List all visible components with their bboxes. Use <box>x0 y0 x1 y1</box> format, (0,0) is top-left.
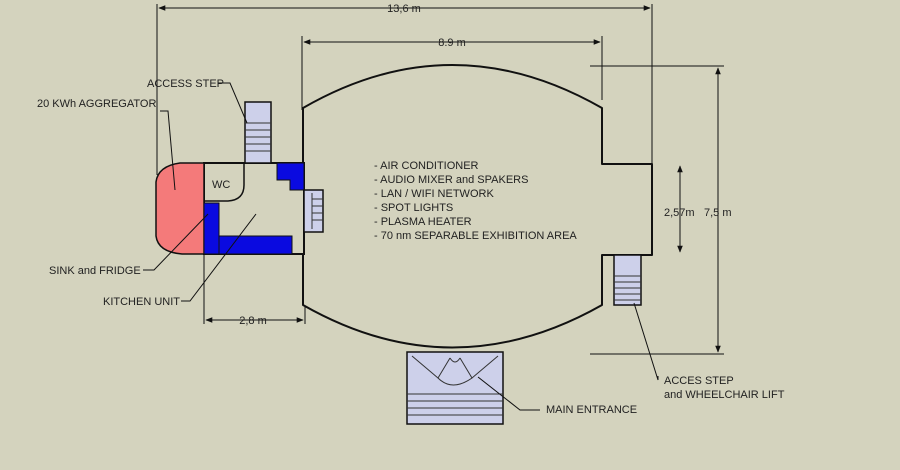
leader-side-step <box>633 302 659 381</box>
leader-access-step <box>218 82 248 124</box>
feature-list: - AIR CONDITIONER - AUDIO MIXER and SPAK… <box>374 160 577 242</box>
side-step-label-line1: ACCES STEP <box>664 375 734 387</box>
sink-fridge-label: SINK and FRIDGE <box>49 265 141 277</box>
leader-sink-fridge <box>143 213 209 271</box>
feature-item: - LAN / WIFI NETWORK <box>374 188 494 200</box>
hall-length-label: 8.9 m <box>438 37 466 49</box>
side-access-step <box>613 254 642 306</box>
aggregator-label: 20 KWh AGGREGATOR <box>37 98 156 110</box>
feature-item: - PLASMA HEATER <box>374 216 472 228</box>
feature-item: - SPOT LIGHTS <box>374 202 453 214</box>
dimension-annex-length <box>203 255 306 324</box>
leader-aggregator <box>160 110 176 191</box>
leader-main-entrance <box>477 376 540 411</box>
wc-label: WC <box>212 179 230 191</box>
feature-item: - AIR CONDITIONER <box>374 160 479 172</box>
connector-step <box>303 189 324 233</box>
feature-item: - 70 nm SEPARABLE EXHIBITION AREA <box>374 230 577 242</box>
dimension-overall-length <box>156 4 653 175</box>
dimension-overall-width <box>590 65 724 355</box>
side-step-label-line2: and WHEELCHAIR LIFT <box>664 389 785 401</box>
feature-item: - AUDIO MIXER and SPAKERS <box>374 174 528 186</box>
aggregator-unit <box>155 162 205 255</box>
dimension-hall-length <box>301 36 603 110</box>
main-entrance-step <box>406 351 504 425</box>
annex-length-label: 2,8 m <box>239 315 267 327</box>
main-entrance-label: MAIN ENTRANCE <box>546 404 637 416</box>
overall-length-label: 13,6 m <box>387 3 421 15</box>
annex-access-step <box>244 101 272 164</box>
overall-width-label: 7,5 m <box>704 207 732 219</box>
access-step-label: ACCESS STEP <box>147 78 224 90</box>
leader-kitchen-unit <box>181 213 257 302</box>
kitchen-unit-label: KITCHEN UNIT <box>103 296 180 308</box>
exhibition-hall <box>302 64 653 349</box>
wc-wall <box>204 163 245 202</box>
kitchen-unit <box>203 162 305 255</box>
side-opening-label: 2,57m <box>664 207 695 219</box>
